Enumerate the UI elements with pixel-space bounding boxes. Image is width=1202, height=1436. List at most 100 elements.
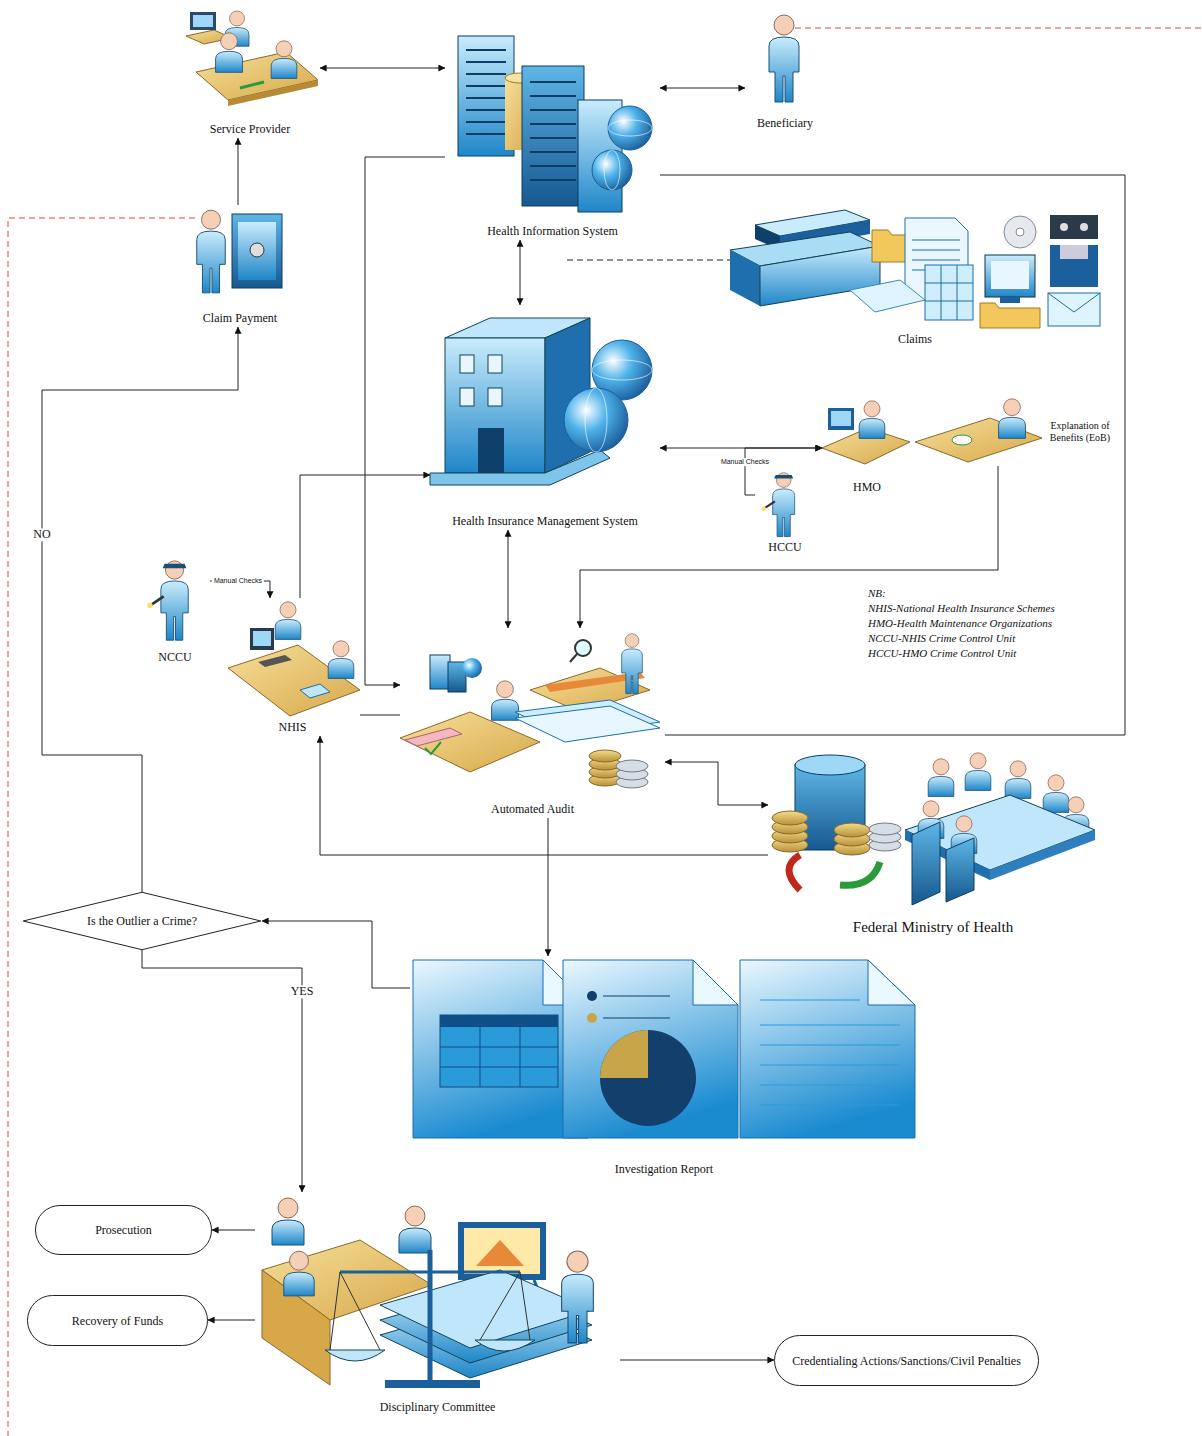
node-caption: Health Information System [485, 224, 620, 240]
nhis-desk-icon-part [253, 631, 271, 646]
audit-icon-part [570, 654, 577, 662]
committee-icon-part [464, 1228, 540, 1274]
ministry-icon-part [789, 855, 800, 890]
committee-icon-part [476, 1240, 524, 1266]
ministry-icon-part [928, 759, 954, 797]
edge-label: Manual Checks [212, 577, 264, 585]
note-text: NB: [868, 586, 886, 600]
committee-icon-part [562, 1251, 594, 1343]
connector-arrow [660, 175, 1125, 735]
node-caption: Prosecution [93, 1223, 154, 1237]
report-pages-icon-part [868, 960, 915, 1005]
service-provider-icon-part [240, 82, 264, 88]
service-provider-icon-part [271, 41, 297, 79]
connector-arrow [42, 327, 238, 892]
system-icon-node: Health Information System [445, 28, 660, 240]
claims-icon-part [1060, 245, 1088, 259]
report-pages-icon-part [760, 1000, 900, 1105]
ministry-icon-part [946, 838, 974, 902]
committee-icon [262, 1198, 593, 1388]
system-icon-node: Health Insurance Management System [430, 305, 660, 530]
claims-icon-part [1000, 297, 1020, 303]
report-pages-icon-part [587, 991, 597, 1001]
server-icon-part [530, 82, 576, 180]
claims-icon-part [991, 261, 1029, 289]
ministry-icon-part [912, 822, 940, 905]
building-icon-part [445, 338, 545, 473]
connector-arrow [262, 921, 410, 988]
node-caption: HMO [851, 480, 883, 496]
committee-icon-part [272, 1198, 304, 1245]
claims-icon-part [1004, 216, 1036, 248]
nhis-desk-icon [228, 602, 360, 716]
committee-icon-part [385, 1380, 480, 1388]
connector-arrow [520, 240, 521, 305]
connector-arrow [548, 818, 549, 956]
police-icon-part [762, 473, 795, 537]
service-provider-icon-part [216, 33, 243, 72]
ministry-icon-part [772, 811, 808, 825]
committee-icon-part [475, 1340, 535, 1351]
node-caption: Claim Payment [201, 311, 279, 327]
server-icon-part [608, 120, 652, 136]
audit-icon-part [425, 742, 441, 754]
nhis-desk-icon-part [300, 684, 330, 698]
connector-arrow [360, 715, 400, 716]
node-caption: Beneficiary [755, 116, 815, 132]
report-pages-icon-part [440, 1015, 558, 1087]
building-icon-part [460, 388, 474, 406]
report-pages-icon-part [440, 1027, 558, 1087]
ministry-icon-part [840, 862, 880, 885]
nhis-desk-icon-part [328, 641, 354, 679]
connector-arrow [620, 1360, 774, 1361]
building-icon-part [592, 360, 652, 380]
audit-icon-part [462, 658, 482, 678]
hmo-desk-icon [822, 399, 1042, 464]
node-caption: Recovery of Funds [70, 1314, 165, 1328]
audit-icon-part [515, 706, 660, 742]
report-pages-icon-part [740, 960, 915, 1138]
building-icon-part [585, 388, 607, 452]
ministry-icon-part [990, 830, 1095, 880]
node-caption: Federal Ministry of Health [851, 918, 1015, 938]
report-pages-icon-part [600, 1030, 648, 1078]
outcome-box: Prosecution [35, 1205, 212, 1255]
building-icon-part [488, 355, 502, 373]
committee-icon-part [380, 1270, 592, 1348]
node-caption: NHIS [276, 720, 308, 736]
safe-icon [197, 210, 282, 293]
safe-icon-part [250, 243, 264, 257]
hmo-desk-icon-part [952, 435, 972, 445]
report-pages-icon-part [693, 960, 738, 1005]
committee-icon-part [340, 1271, 520, 1274]
ministry-icon-part [869, 823, 901, 835]
beneficiary-icon-part [769, 15, 799, 102]
claims-icon-part [925, 265, 973, 320]
nhis-desk-icon-part [275, 602, 301, 640]
building-icon-part [478, 428, 504, 473]
provider-icon-node: Service Provider [180, 8, 320, 138]
connector-arrow [508, 530, 509, 628]
police-icon-part [147, 561, 188, 640]
audit-icon-part [492, 681, 519, 720]
report-pages-icon-part [600, 1030, 696, 1126]
node-caption: Claims [896, 332, 934, 348]
server-icon-part [522, 66, 584, 206]
edge-label: Manual Checks [719, 458, 771, 466]
police-icon-node: HCCU [755, 470, 815, 556]
note-text: HCCU-HMO Crime Control Unit [868, 646, 1016, 660]
ministry-icon-part [834, 823, 870, 837]
server-icon-part [592, 150, 632, 190]
claims-icon-part [1048, 293, 1100, 326]
audit-icon [400, 634, 660, 788]
diamond-shape [23, 892, 261, 949]
payment-icon-node: Claim Payment [185, 205, 295, 327]
claims-icon-part [1060, 223, 1068, 231]
committee-icon-part [330, 1272, 530, 1350]
report-pages-icon-part [587, 1013, 597, 1023]
report-icon-node: Investigation Report [410, 956, 918, 1178]
person-icon-node: Beneficiary [745, 12, 825, 132]
audit-icon-part [430, 655, 450, 689]
ministry-icon-part [795, 755, 865, 775]
